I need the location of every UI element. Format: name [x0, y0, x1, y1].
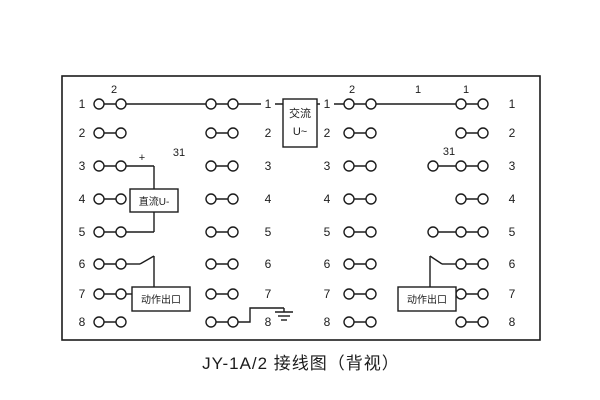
- terminal-number: 1: [79, 97, 86, 111]
- terminal-pair: [93, 258, 127, 270]
- top-terminal-label: 1: [463, 84, 469, 96]
- terminal-numbers-mid-right: 1 2 3 4 5 6 7 8: [320, 97, 334, 329]
- top-terminal-label: 2: [111, 84, 117, 96]
- dc-voltage-box: 直流U-: [129, 188, 179, 213]
- terminal-number: 2: [509, 126, 516, 140]
- terminal-number: 4: [509, 192, 516, 206]
- dc-voltage-label: 直流U-: [139, 195, 170, 208]
- terminal-31-label-left: 31: [173, 147, 185, 159]
- terminal-number: 4: [265, 192, 272, 206]
- terminal-number: 8: [265, 315, 272, 329]
- polarity-plus-label: +: [139, 152, 145, 164]
- terminal-numbers-mid-left: 1 2 3 4 5 6 7 8: [261, 97, 275, 329]
- terminal-pair: [205, 193, 239, 205]
- terminal-pair: [205, 258, 239, 270]
- stub-terminal-31: [427, 160, 439, 172]
- terminal-pair: [93, 160, 127, 172]
- terminal-pair: [93, 193, 127, 205]
- terminal-pair: [343, 193, 377, 205]
- terminal-pair: [343, 288, 377, 300]
- diagram-title: JY-1A/2 接线图（背视）: [202, 354, 400, 373]
- terminal-pair: [455, 127, 489, 139]
- output-label-left: 动作出口: [141, 293, 181, 306]
- terminal-number: 7: [265, 287, 272, 301]
- terminal-number: 4: [79, 192, 86, 206]
- terminal-numbers-far-right: 1 2 3 4 5 6 7 8: [509, 97, 516, 329]
- terminal-pair: [455, 160, 489, 172]
- terminal-pair: [93, 316, 127, 328]
- terminal-pair: [455, 98, 489, 110]
- terminal-number: 2: [79, 126, 86, 140]
- terminal-31-label-right: 31: [443, 146, 455, 158]
- terminal-pair: [93, 127, 127, 139]
- terminal-number: 8: [509, 315, 516, 329]
- ac-voltage-box: 交流 U~: [282, 98, 318, 148]
- terminal-pair: [205, 316, 239, 328]
- relay-case-border: [61, 75, 541, 341]
- terminal-pair: [205, 288, 239, 300]
- output-box-right: 动作出口: [397, 286, 457, 312]
- output-box-left: 动作出口: [131, 286, 191, 312]
- terminal-number: 6: [265, 257, 272, 271]
- terminal-number: 2: [265, 126, 272, 140]
- terminal-number: 3: [509, 159, 516, 173]
- terminal-number: 5: [265, 225, 272, 239]
- contact-switch-left: [126, 255, 155, 287]
- terminal-number: 4: [324, 192, 331, 206]
- terminal-number: 6: [324, 257, 331, 271]
- ground-icon: [238, 307, 293, 323]
- terminal-number: 5: [324, 225, 331, 239]
- terminal-number: 8: [324, 315, 331, 329]
- terminal-number: 3: [324, 159, 331, 173]
- wires: [126, 103, 456, 295]
- terminal-pair: [205, 98, 239, 110]
- terminal-pair: [205, 226, 239, 238]
- top-terminal-label: 1: [415, 84, 421, 96]
- terminal-pair: [455, 258, 489, 270]
- terminal-pair: [455, 193, 489, 205]
- terminal-pair: [93, 288, 127, 300]
- ac-voltage-label-line1: 交流: [289, 106, 311, 120]
- output-label-right: 动作出口: [407, 293, 447, 306]
- stub-terminal: [427, 226, 439, 238]
- terminal-number: 7: [79, 287, 86, 301]
- ac-voltage-label-line2: U~: [293, 126, 307, 138]
- terminal-number: 7: [509, 287, 516, 301]
- terminal-number: 1: [509, 97, 516, 111]
- terminal-number: 2: [324, 126, 331, 140]
- terminal-number: 3: [265, 159, 272, 173]
- terminal-pair: [343, 160, 377, 172]
- terminal-pair: [93, 226, 127, 238]
- terminal-number: 1: [265, 97, 272, 111]
- terminal-pair: [455, 288, 489, 300]
- top-terminal-label: 2: [349, 84, 355, 96]
- terminal-pair: [93, 98, 127, 110]
- terminal-pair: [455, 316, 489, 328]
- terminal-pair: [343, 127, 377, 139]
- contact-switch-right: [429, 255, 456, 287]
- terminal-number: 1: [324, 97, 331, 111]
- terminal-number: 5: [79, 225, 86, 239]
- terminal-number: 6: [509, 257, 516, 271]
- terminal-pair: [343, 226, 377, 238]
- terminal-pair: [455, 226, 489, 238]
- terminal-pair: [343, 316, 377, 328]
- terminal-pair: [205, 160, 239, 172]
- terminal-numbers-far-left: 1 2 3 4 5 6 7 8: [79, 97, 86, 329]
- terminal-pair: [343, 258, 377, 270]
- terminal-number: 7: [324, 287, 331, 301]
- terminal-number: 8: [79, 315, 86, 329]
- terminal-pair: [343, 98, 377, 110]
- terminal-number: 6: [79, 257, 86, 271]
- terminal-number: 5: [509, 225, 516, 239]
- terminal-pair: [205, 127, 239, 139]
- terminal-number: 3: [79, 159, 86, 173]
